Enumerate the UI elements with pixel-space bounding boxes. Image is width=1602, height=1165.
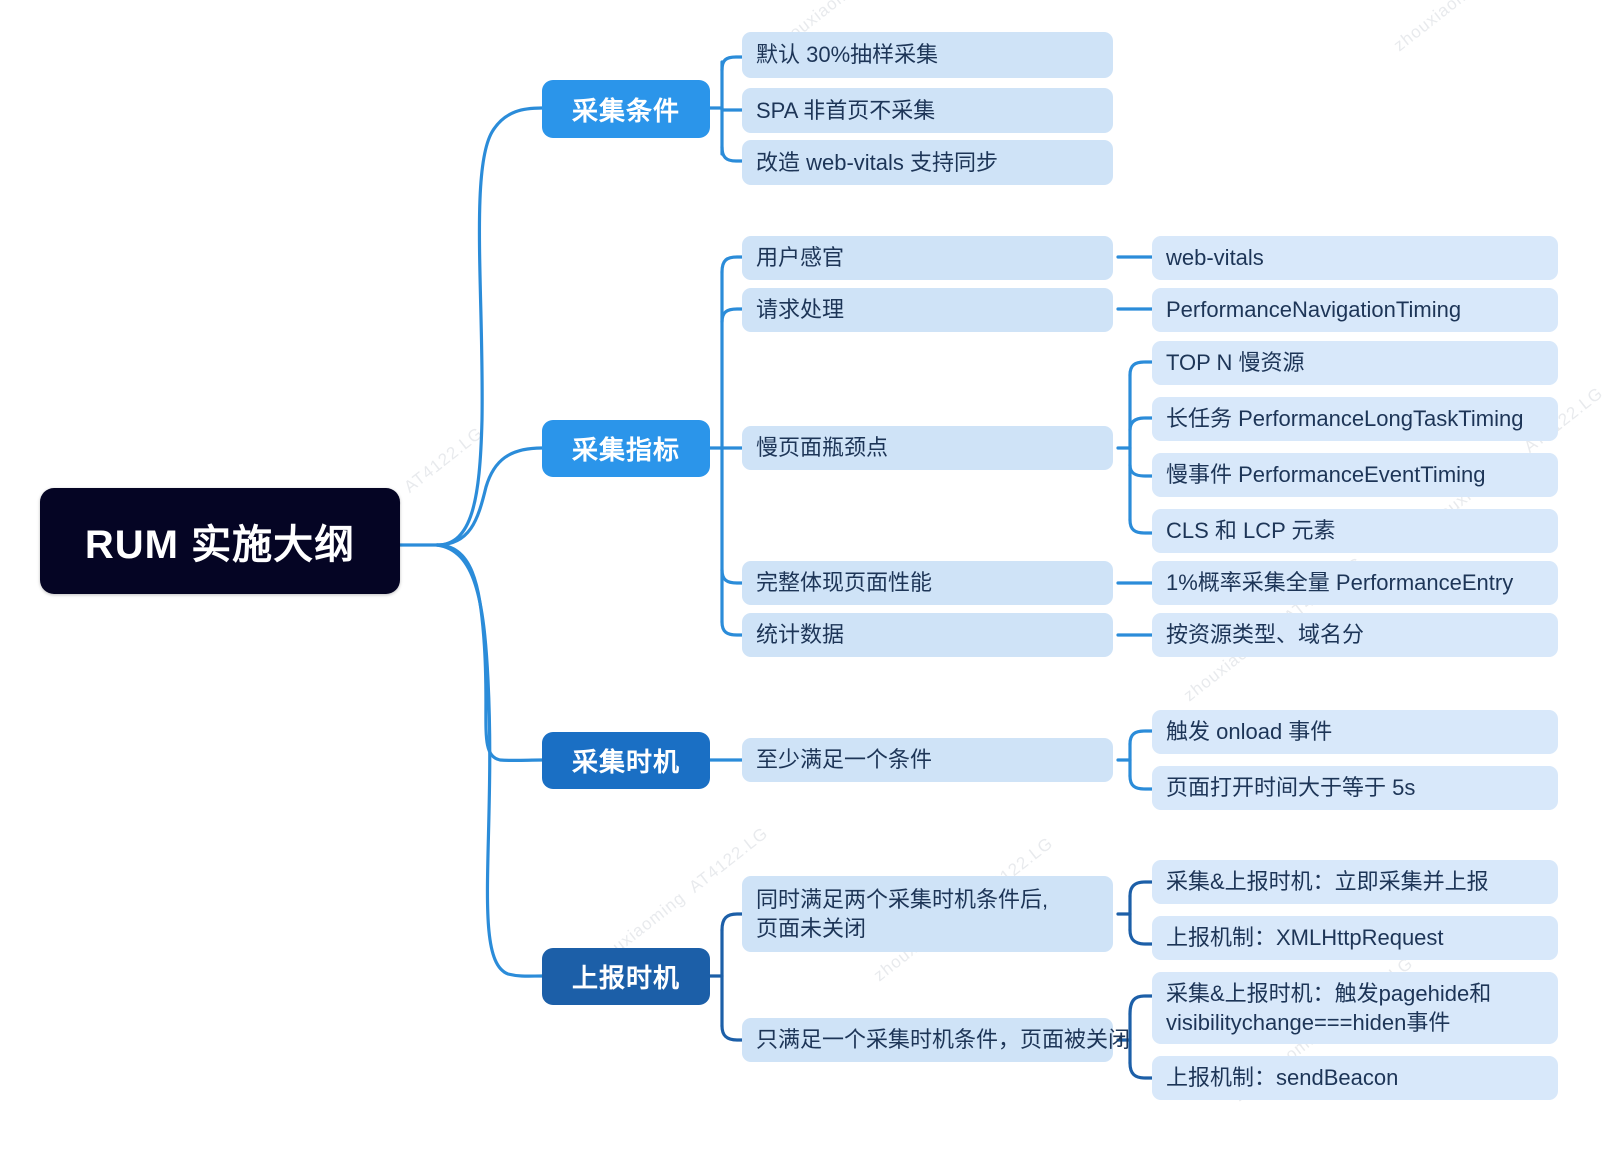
- leaf-label: 统计数据: [756, 622, 845, 648]
- leaf-label: 用户感官: [756, 245, 845, 271]
- edge-alo-to-2: [1128, 774, 1154, 791]
- edge-bcp-to-2: [1128, 928, 1154, 946]
- leaf-label: 采集&上报时机：立即采集并上报: [1166, 869, 1489, 895]
- branch-label: 采集条件: [571, 95, 680, 126]
- leaf-node-at-least-one-condition[interactable]: 至少满足一个条件: [742, 738, 1113, 782]
- edge-root-to-report-timing: [435, 543, 544, 978]
- edge-rt-to-2: [720, 1024, 744, 1042]
- edge-root-to-collect-conditions: [435, 106, 544, 547]
- edge-rt-to-1: [720, 912, 744, 932]
- branch-label: 采集时机: [571, 747, 680, 777]
- branch-node-report-timing[interactable]: 上报时机: [542, 948, 710, 1005]
- leaf-node-both-conditions-page-open[interactable]: 同时满足两个采集时机条件后, 页面未关闭: [742, 876, 1113, 952]
- leaf-node-report-xhr[interactable]: 上报机制：XMLHttpRequest: [1152, 916, 1558, 960]
- leaf-label: 改造 web-vitals 支持同步: [756, 149, 999, 175]
- leaf-label: 只满足一个采集时机条件，页面被关闭: [756, 1027, 1131, 1053]
- edge-spb-to-4: [1128, 518, 1154, 535]
- leaf-label: 同时满足两个采集时机条件后, 页面未关闭: [756, 886, 1049, 941]
- edge-spb-to-3: [1128, 463, 1154, 478]
- leaf-node-statistics-data[interactable]: 统计数据: [742, 613, 1113, 657]
- edge-root-to-collect-metrics: [435, 446, 544, 547]
- leaf-node-report-sendbeacon[interactable]: 上报机制：sendBeacon: [1152, 1056, 1558, 1100]
- leaf-label: PerformanceNavigationTiming: [1166, 297, 1462, 323]
- leaf-node-one-condition-page-closed[interactable]: 只满足一个采集时机条件，页面被关闭: [742, 1018, 1130, 1062]
- leaf-label: 完整体现页面性能: [756, 570, 933, 596]
- edge-cm-to-1: [720, 255, 744, 274]
- leaf-label: 按资源类型、域名分: [1166, 622, 1365, 648]
- leaf-node-one-percent-full[interactable]: 1%概率采集全量 PerformanceEntry: [1152, 561, 1558, 605]
- leaf-node-full-page-performance[interactable]: 完整体现页面性能: [742, 561, 1113, 605]
- leaf-node-web-vitals-sync[interactable]: 改造 web-vitals 支持同步: [742, 140, 1113, 185]
- leaf-label: 请求处理: [756, 297, 845, 323]
- leaf-node-slow-event[interactable]: 慢事件 PerformanceEventTiming: [1152, 453, 1558, 497]
- leaf-label: 页面打开时间大于等于 5s: [1166, 775, 1416, 801]
- leaf-node-onload-event[interactable]: 触发 onload 事件: [1152, 710, 1558, 754]
- edge-alo-to-1: [1128, 729, 1154, 746]
- watermark: zhouxiaoming AT4122.LG: [1390, 0, 1577, 56]
- leaf-label: 慢事件 PerformanceEventTiming: [1166, 462, 1486, 488]
- leaf-node-request-processing[interactable]: 请求处理: [742, 288, 1113, 332]
- edge-cc-to-1: [720, 55, 744, 72]
- branch-label: 上报时机: [571, 963, 680, 993]
- leaf-node-by-res-type-domain[interactable]: 按资源类型、域名分: [1152, 613, 1558, 657]
- leaf-node-sample-30[interactable]: 默认 30%抽样采集: [742, 32, 1113, 78]
- leaf-label: TOP N 慢资源: [1166, 350, 1305, 376]
- edge-cm-to-4: [720, 568, 744, 585]
- leaf-node-cls-lcp-element[interactable]: CLS 和 LCP 元素: [1152, 509, 1558, 553]
- branch-label: 采集指标: [571, 435, 680, 465]
- edge-cc-to-3: [720, 145, 744, 163]
- leaf-node-long-task[interactable]: 长任务 PerformanceLongTaskTiming: [1152, 397, 1558, 441]
- leaf-node-user-perception[interactable]: 用户感官: [742, 236, 1113, 280]
- leaf-label: 默认 30%抽样采集: [756, 42, 939, 68]
- branch-node-collect-metrics[interactable]: 采集指标: [542, 420, 710, 477]
- leaf-label: web-vitals: [1166, 245, 1264, 271]
- root-node-label: RUM 实施大纲: [84, 523, 356, 567]
- leaf-label: 长任务 PerformanceLongTaskTiming: [1166, 406, 1524, 432]
- leaf-node-spa-non-home[interactable]: SPA 非首页不采集: [742, 88, 1113, 133]
- leaf-node-pagehide-visibilitychange[interactable]: 采集&上报时机：触发pagehide和 visibilitychange===h…: [1152, 972, 1558, 1044]
- leaf-node-web-vitals[interactable]: web-vitals: [1152, 236, 1558, 280]
- leaf-label: 1%概率采集全量 PerformanceEntry: [1166, 570, 1514, 596]
- leaf-node-slow-page-bottleneck[interactable]: 慢页面瓶颈点: [742, 426, 1113, 470]
- leaf-label: 采集&上报时机：触发pagehide和 visibilitychange===h…: [1166, 980, 1492, 1035]
- leaf-label: 慢页面瓶颈点: [756, 435, 889, 461]
- edge-ocp-to-1: [1128, 994, 1154, 1016]
- leaf-label: 触发 onload 事件: [1166, 719, 1333, 745]
- leaf-node-page-open-5s[interactable]: 页面打开时间大于等于 5s: [1152, 766, 1558, 810]
- edge-spb-to-1: [1128, 360, 1154, 377]
- leaf-label: 上报机制：XMLHttpRequest: [1166, 925, 1444, 951]
- edge-root-to-collect-timing: [435, 543, 544, 763]
- leaf-label: 上报机制：sendBeacon: [1166, 1065, 1399, 1091]
- edge-ocp-to-2: [1128, 1061, 1154, 1080]
- root-node[interactable]: RUM 实施大纲: [40, 488, 400, 594]
- leaf-label: CLS 和 LCP 元素: [1166, 518, 1336, 544]
- edge-spb-to-2: [1128, 416, 1154, 432]
- leaf-node-perf-nav-timing[interactable]: PerformanceNavigationTiming: [1152, 288, 1558, 332]
- branch-node-collect-timing[interactable]: 采集时机: [542, 732, 710, 789]
- edge-cm-to-2: [720, 307, 744, 324]
- leaf-label: SPA 非首页不采集: [756, 97, 936, 123]
- edge-bcp-to-1: [1128, 880, 1154, 898]
- edge-cm-to-5: [720, 620, 744, 637]
- leaf-label: 至少满足一个条件: [756, 747, 933, 773]
- leaf-node-top-n-slow-res[interactable]: TOP N 慢资源: [1152, 341, 1558, 385]
- leaf-node-immediate-collect-report[interactable]: 采集&上报时机：立即采集并上报: [1152, 860, 1558, 904]
- branch-node-collect-conditions[interactable]: 采集条件: [542, 80, 710, 138]
